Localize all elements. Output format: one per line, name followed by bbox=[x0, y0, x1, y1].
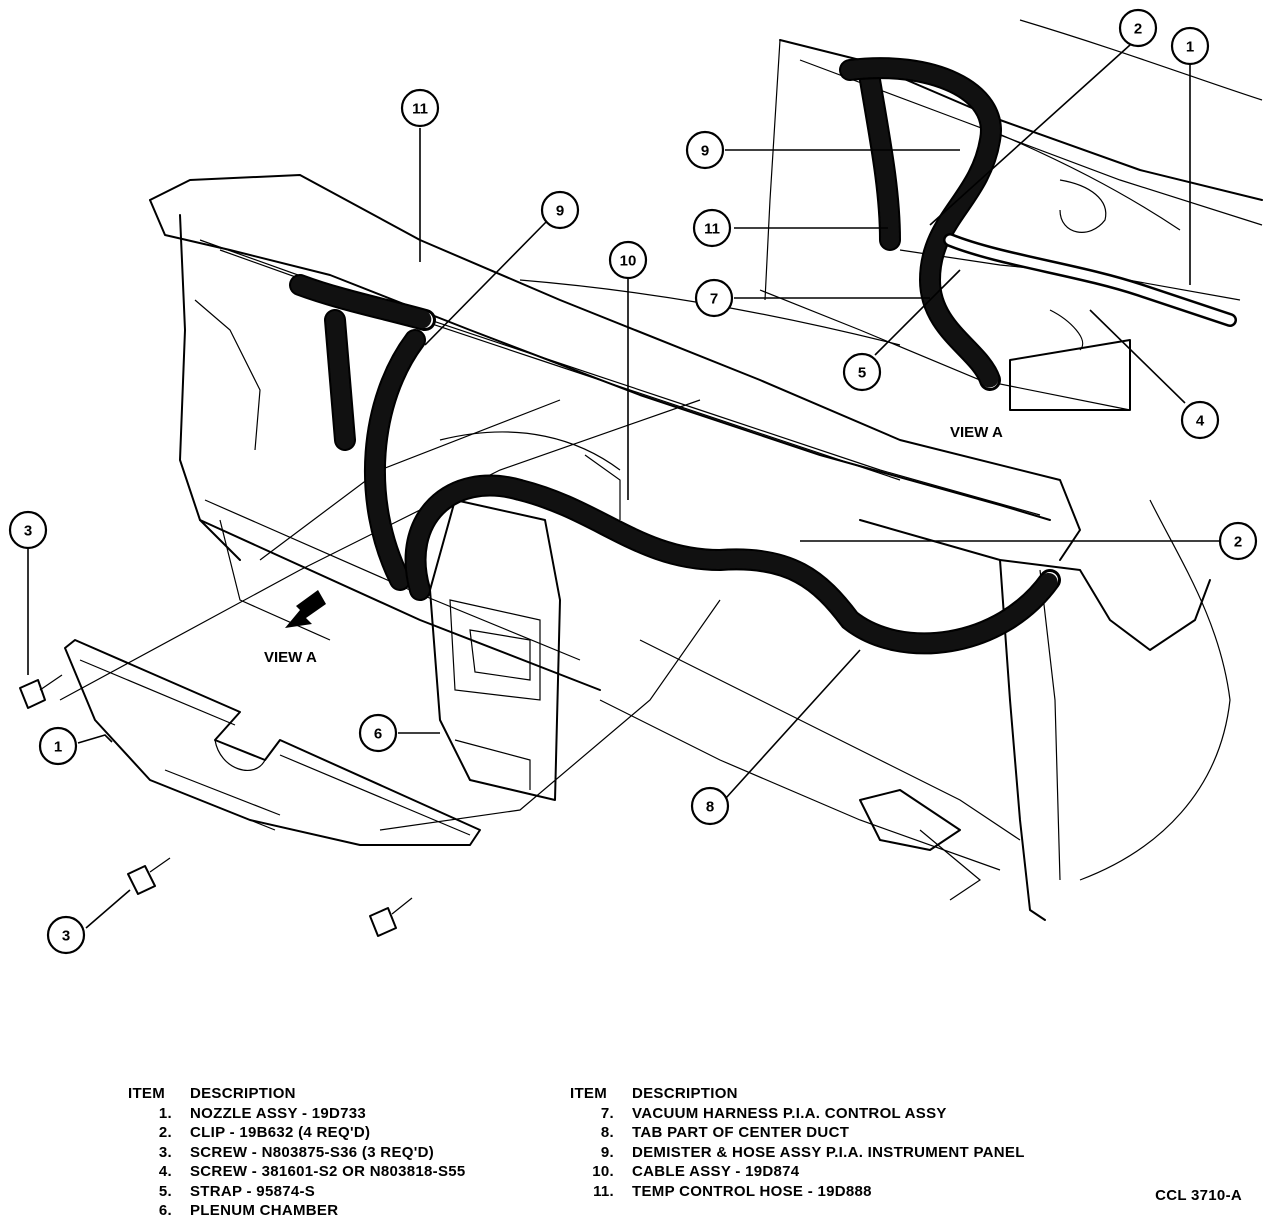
item-description: CLIP - 19B632 (4 REQ'D) bbox=[190, 1124, 371, 1141]
callout-3-left: 3 bbox=[8, 510, 48, 550]
item-number: 3. bbox=[158, 1143, 172, 1161]
item-number: 2. bbox=[158, 1124, 172, 1141]
exploded-view-diagram: 11 9 10 3 1 3 6 8 2 2 1 9 bbox=[8, 8, 1263, 955]
legend-row: 8. TAB PART OF CENTER DUCT bbox=[570, 1123, 1025, 1143]
item-number: 5. bbox=[158, 1182, 172, 1200]
description-header: DESCRIPTION bbox=[632, 1085, 738, 1102]
item-description: NOZZLE ASSY - 19D733 bbox=[190, 1104, 367, 1122]
screw-bottom-left bbox=[127, 857, 171, 895]
item-description: TAB PART OF CENTER DUCT bbox=[632, 1124, 850, 1141]
legend-header: ITEM DESCRIPTION bbox=[570, 1084, 1025, 1104]
callout-5: 5 bbox=[842, 352, 882, 392]
callout-2-inset: 2 bbox=[1118, 8, 1158, 48]
callout-label: 9 bbox=[556, 203, 564, 220]
callout-label: 1 bbox=[54, 739, 62, 756]
item-number: 1. bbox=[158, 1104, 172, 1122]
callout-9-inset: 9 bbox=[685, 130, 725, 170]
item-description: STRAP - 95874-S bbox=[190, 1182, 316, 1200]
item-header: ITEM bbox=[570, 1085, 608, 1102]
callout-1-inset: 1 bbox=[1170, 26, 1210, 66]
callout-label: 11 bbox=[704, 221, 720, 238]
screw-bottom-center bbox=[369, 897, 413, 937]
legend-header: ITEM DESCRIPTION bbox=[128, 1084, 466, 1104]
item-description: TEMP CONTROL HOSE - 19D888 bbox=[632, 1182, 872, 1200]
item-header: ITEM bbox=[128, 1085, 166, 1102]
legend-row: 10. CABLE ASSY - 19D874 bbox=[570, 1162, 1025, 1182]
callout-7: 7 bbox=[694, 278, 734, 318]
leader-lines bbox=[27, 44, 1220, 929]
legend-row: 4. SCREW - 381601-S2 OR N803818-S55 bbox=[128, 1162, 466, 1182]
inset-view-a bbox=[759, 19, 1263, 411]
callout-1-main: 1 bbox=[38, 726, 78, 766]
callout-4: 4 bbox=[1180, 400, 1220, 440]
legend-row: 2. CLIP - 19B632 (4 REQ'D) bbox=[128, 1123, 466, 1143]
callout-6: 6 bbox=[358, 713, 398, 753]
callout-label: 4 bbox=[1196, 413, 1205, 430]
item-number: 8. bbox=[600, 1124, 614, 1141]
legend-row: 6. PLENUM CHAMBER bbox=[128, 1201, 466, 1221]
legend-right-column: ITEM DESCRIPTION 7. VACUUM HARNESS P.I.A… bbox=[570, 1084, 1025, 1201]
legend-row: 3. SCREW - N803875-S36 (3 REQ'D) bbox=[128, 1143, 466, 1163]
callout-label: 8 bbox=[706, 799, 714, 816]
callout-8: 8 bbox=[690, 786, 730, 826]
callout-11-main: 11 bbox=[400, 88, 440, 128]
parts-legend: ITEM DESCRIPTION 1. NOZZLE ASSY - 19D733… bbox=[0, 1080, 1280, 1230]
item-number: 6. bbox=[158, 1202, 172, 1219]
item-number: 7. bbox=[600, 1104, 614, 1122]
callout-10: 10 bbox=[608, 240, 648, 280]
item-number: 9. bbox=[600, 1143, 614, 1161]
callout-2-main: 2 bbox=[1218, 521, 1258, 561]
legend-left-column: ITEM DESCRIPTION 1. NOZZLE ASSY - 19D733… bbox=[128, 1084, 466, 1221]
legend-row: 1. NOZZLE ASSY - 19D733 bbox=[128, 1104, 466, 1124]
view-a-label-main: VIEW A bbox=[264, 649, 317, 666]
callout-11-inset: 11 bbox=[692, 208, 732, 248]
callout-label: 7 bbox=[710, 291, 718, 308]
description-header: DESCRIPTION bbox=[190, 1085, 296, 1102]
legend-row: 7. VACUUM HARNESS P.I.A. CONTROL ASSY bbox=[570, 1104, 1025, 1124]
item-description: VACUUM HARNESS P.I.A. CONTROL ASSY bbox=[632, 1104, 947, 1122]
callout-label: 2 bbox=[1234, 534, 1242, 551]
callout-label: 11 bbox=[412, 101, 428, 118]
legend-row: 9. DEMISTER & HOSE ASSY P.I.A. INSTRUMEN… bbox=[570, 1143, 1025, 1163]
item-description: PLENUM CHAMBER bbox=[190, 1202, 339, 1219]
item-description: SCREW - N803875-S36 (3 REQ'D) bbox=[190, 1143, 435, 1161]
nozzle-assembly bbox=[64, 639, 481, 846]
item-description: CABLE ASSY - 19D874 bbox=[632, 1163, 800, 1180]
callout-label: 9 bbox=[701, 143, 709, 160]
view-a-label-inset: VIEW A bbox=[950, 424, 1003, 441]
callout-label: 3 bbox=[62, 928, 70, 945]
callout-label: 1 bbox=[1186, 39, 1194, 56]
callout-9-main: 9 bbox=[540, 190, 580, 230]
item-number: 11. bbox=[593, 1182, 614, 1200]
item-number: 4. bbox=[158, 1163, 172, 1180]
legend-row: 11. TEMP CONTROL HOSE - 19D888 bbox=[570, 1182, 1025, 1202]
legend-row: 5. STRAP - 95874-S bbox=[128, 1182, 466, 1202]
figure-code: CCL 3710-A bbox=[1155, 1187, 1242, 1204]
item-number: 10. bbox=[592, 1163, 614, 1180]
callout-label: 2 bbox=[1134, 21, 1142, 38]
callout-3-bottom: 3 bbox=[46, 915, 86, 955]
view-a-arrow bbox=[285, 590, 326, 628]
item-description: SCREW - 381601-S2 OR N803818-S55 bbox=[190, 1163, 466, 1180]
callout-label: 5 bbox=[858, 365, 866, 382]
callout-label: 10 bbox=[620, 253, 637, 270]
item-description: DEMISTER & HOSE ASSY P.I.A. INSTRUMENT P… bbox=[632, 1143, 1025, 1161]
screw-left bbox=[19, 674, 63, 709]
hose-set-main bbox=[289, 274, 1061, 655]
instrument-panel-structure bbox=[59, 174, 1231, 921]
callout-label: 6 bbox=[374, 726, 382, 743]
callout-label: 3 bbox=[24, 523, 32, 540]
